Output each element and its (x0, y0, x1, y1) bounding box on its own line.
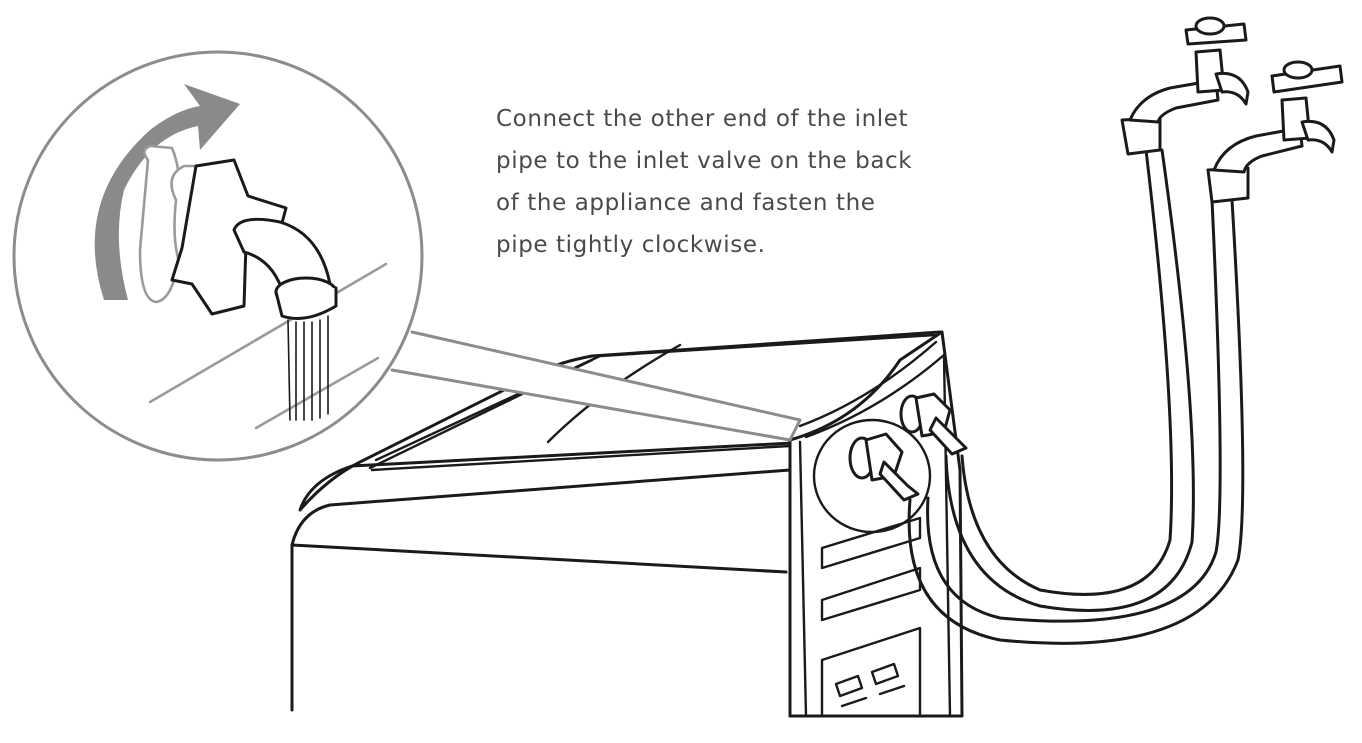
zoom-callout (12, 50, 802, 462)
instruction-line: of the appliance and fasten the (496, 190, 876, 216)
machine-front-panel (290, 468, 792, 718)
washing-machine (290, 330, 968, 718)
instruction-line: pipe to the inlet valve on the back (496, 148, 913, 174)
instruction-line: pipe tightly clockwise. (496, 232, 766, 258)
instruction-text: Connect the other end of the inlet pipe … (496, 98, 996, 266)
clockwise-arrow-icon (94, 84, 240, 300)
instruction-line: Connect the other end of the inlet (496, 106, 909, 132)
inlet-hoses (907, 148, 1245, 645)
inlet-valve-ring (812, 418, 932, 534)
inlet-valve-right (899, 392, 968, 456)
water-tap-icon (1120, 16, 1250, 156)
back-vent-1 (820, 516, 922, 570)
water-tap-icon (1206, 60, 1344, 204)
back-vent-2 (820, 566, 922, 622)
inlet-valve-left (848, 432, 920, 502)
